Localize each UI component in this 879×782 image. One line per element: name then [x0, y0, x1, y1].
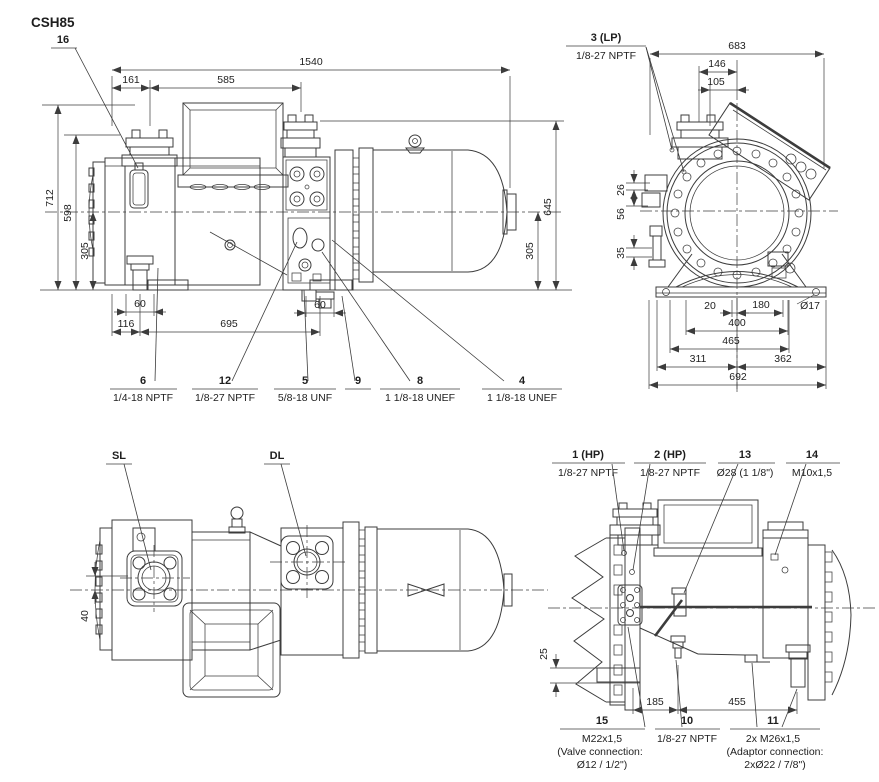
dim-598: 598 — [62, 204, 74, 222]
callout-12: 12 1/8-27 NPTF — [192, 241, 298, 404]
dim-585: 585 — [217, 74, 235, 86]
callout-13: 13 Ø28 (1 1/8") — [683, 449, 775, 594]
callout-1-num: 1 (HP) — [572, 449, 604, 461]
dim-total-length: 1540 — [299, 56, 323, 68]
callout-6: 6 1/4-18 NPTF — [110, 267, 177, 404]
dim-20: 20 — [704, 300, 716, 312]
dim-40: 40 — [79, 610, 91, 622]
dim-161: 161 — [122, 74, 140, 86]
dim-311: 311 — [690, 353, 707, 365]
dim-60-right: 60 — [314, 299, 326, 311]
callout-11-spec: 2x M26x1,5 — [746, 733, 800, 745]
dim-60-left: 60 — [134, 298, 146, 310]
callout-1-hp: 1 (HP) 1/8-27 NPTF — [552, 449, 625, 552]
callout-16-num: 16 — [57, 34, 69, 46]
side-top-dimensions: 1540 161 585 712 598 305 645 305 60 60 1… — [42, 56, 564, 336]
view-top-bottom: 40 SL DL — [70, 450, 548, 698]
view-end-right: 683 146 105 26 56 35 20 180 400 465 311 … — [566, 32, 838, 392]
callout-8-spec: 1 1/8-18 UNEF — [385, 392, 455, 404]
dim-105: 105 — [707, 76, 725, 88]
callout-2-num: 2 (HP) — [654, 449, 686, 461]
dim-35: 35 — [615, 247, 627, 259]
dim-362: 362 — [774, 353, 792, 365]
callout-sl-label: SL — [112, 450, 126, 462]
callout-5: 5 5/8-18 UNF — [274, 289, 336, 404]
dim-712: 712 — [44, 189, 56, 207]
callout-11-num: 11 — [767, 715, 779, 727]
dim-26: 26 — [615, 184, 627, 196]
top-bottom-callouts: SL DL — [106, 450, 307, 571]
end-right-dimensions: 683 146 105 26 56 35 20 180 400 465 311 … — [615, 40, 827, 389]
dim-146: 146 — [708, 58, 726, 70]
callout-4: 4 1 1/8-18 UNEF — [331, 239, 562, 404]
callout-12-spec: 1/8-27 NPTF — [195, 392, 255, 404]
side-top-callouts: 16 6 1/4-18 NPTF 12 1/8-27 NPTF 5 5/8-18… — [51, 34, 562, 404]
callout-16: 16 — [51, 34, 139, 169]
callout-9: 9 — [341, 295, 371, 390]
callout-10: 10 1/8-27 NPTF — [655, 659, 720, 745]
side-bottom-callouts-bottom: 15 M22x1,5 (Valve connection: Ø12 / 1/2"… — [557, 626, 824, 771]
callout-3-num: 3 (LP) — [591, 32, 622, 44]
callout-1-spec: 1/8-27 NPTF — [558, 467, 618, 479]
callout-15: 15 M22x1,5 (Valve connection: Ø12 / 1/2"… — [557, 626, 646, 771]
dim-185: 185 — [646, 696, 664, 708]
callout-11: 11 2x M26x1,5 (Adaptor connection: 2xØ22… — [727, 662, 824, 771]
callout-4-spec: 1 1/8-18 UNEF — [487, 392, 557, 404]
callout-2-spec: 1/8-27 NPTF — [640, 467, 700, 479]
page-title: CSH85 — [31, 15, 75, 30]
side-bottom-dimensions: 25 185 455 — [538, 648, 798, 714]
callout-15-note1: (Valve connection: — [557, 746, 643, 758]
callout-11-note1: (Adaptor connection: — [727, 746, 824, 758]
compressor-top-art — [70, 506, 548, 698]
callout-3-spec: 1/8-27 NPTF — [576, 50, 636, 62]
callout-15-num: 15 — [596, 715, 608, 727]
dim-56: 56 — [615, 208, 627, 220]
callout-8: 8 1 1/8-18 UNEF — [321, 251, 460, 404]
callout-13-spec: Ø28 (1 1/8") — [717, 467, 774, 479]
callout-4-num: 4 — [519, 375, 526, 387]
callout-11-note2: 2xØ22 / 7/8") — [744, 759, 806, 771]
callout-dl-label: DL — [270, 450, 285, 462]
callout-8-num: 8 — [417, 375, 423, 387]
callout-14-spec: M10x1,5 — [792, 467, 832, 479]
dim-695: 695 — [220, 318, 238, 330]
callout-2-hp: 2 (HP) 1/8-27 NPTF — [632, 449, 706, 571]
compressor-end-art — [640, 88, 838, 392]
callout-6-num: 6 — [140, 375, 146, 387]
callout-5-spec: 5/8-18 UNF — [278, 392, 332, 404]
dim-400: 400 — [728, 317, 746, 329]
callout-9-num: 9 — [355, 375, 361, 387]
callout-12-num: 12 — [219, 375, 231, 387]
dim-305-right: 305 — [524, 242, 536, 260]
callout-14-num: 14 — [806, 449, 819, 461]
callout-10-num: 10 — [681, 715, 693, 727]
view-side-top: 1540 161 585 712 598 305 645 305 60 60 1… — [40, 34, 572, 404]
view-side-bottom: 25 185 455 1 (HP) 1/8-27 NPTF 2 (HP) 1/8… — [538, 449, 875, 771]
dim-645: 645 — [542, 198, 554, 216]
dim-180: 180 — [752, 299, 770, 311]
dim-692: 692 — [729, 371, 747, 383]
dim-683: 683 — [728, 40, 746, 52]
side-bottom-callouts-top: 1 (HP) 1/8-27 NPTF 2 (HP) 1/8-27 NPTF 13… — [552, 449, 840, 594]
dim-305-left: 305 — [79, 242, 91, 260]
dim-455: 455 — [728, 696, 746, 708]
callout-15-note2: Ø12 / 1/2") — [577, 759, 627, 771]
callout-sl: SL — [106, 450, 152, 571]
callout-14: 14 M10x1,5 — [774, 449, 840, 556]
callout-13-num: 13 — [739, 449, 751, 461]
callout-6-spec: 1/4-18 NPTF — [113, 392, 173, 404]
dim-25: 25 — [538, 648, 550, 660]
dim-116: 116 — [118, 318, 135, 330]
callout-5-num: 5 — [302, 375, 308, 387]
callout-15-spec: M22x1,5 — [582, 733, 622, 745]
callout-3-lp: 3 (LP) 1/8-27 NPTF — [566, 32, 685, 173]
callout-dl: DL — [264, 450, 307, 557]
dim-465: 465 — [722, 335, 740, 347]
callout-10-spec: 1/8-27 NPTF — [657, 733, 717, 745]
dim-foot-hole: Ø17 — [800, 300, 820, 312]
compressor-side2-art — [548, 499, 875, 711]
compressor-side-art — [40, 102, 572, 309]
top-bottom-dimensions: 40 — [79, 562, 128, 622]
